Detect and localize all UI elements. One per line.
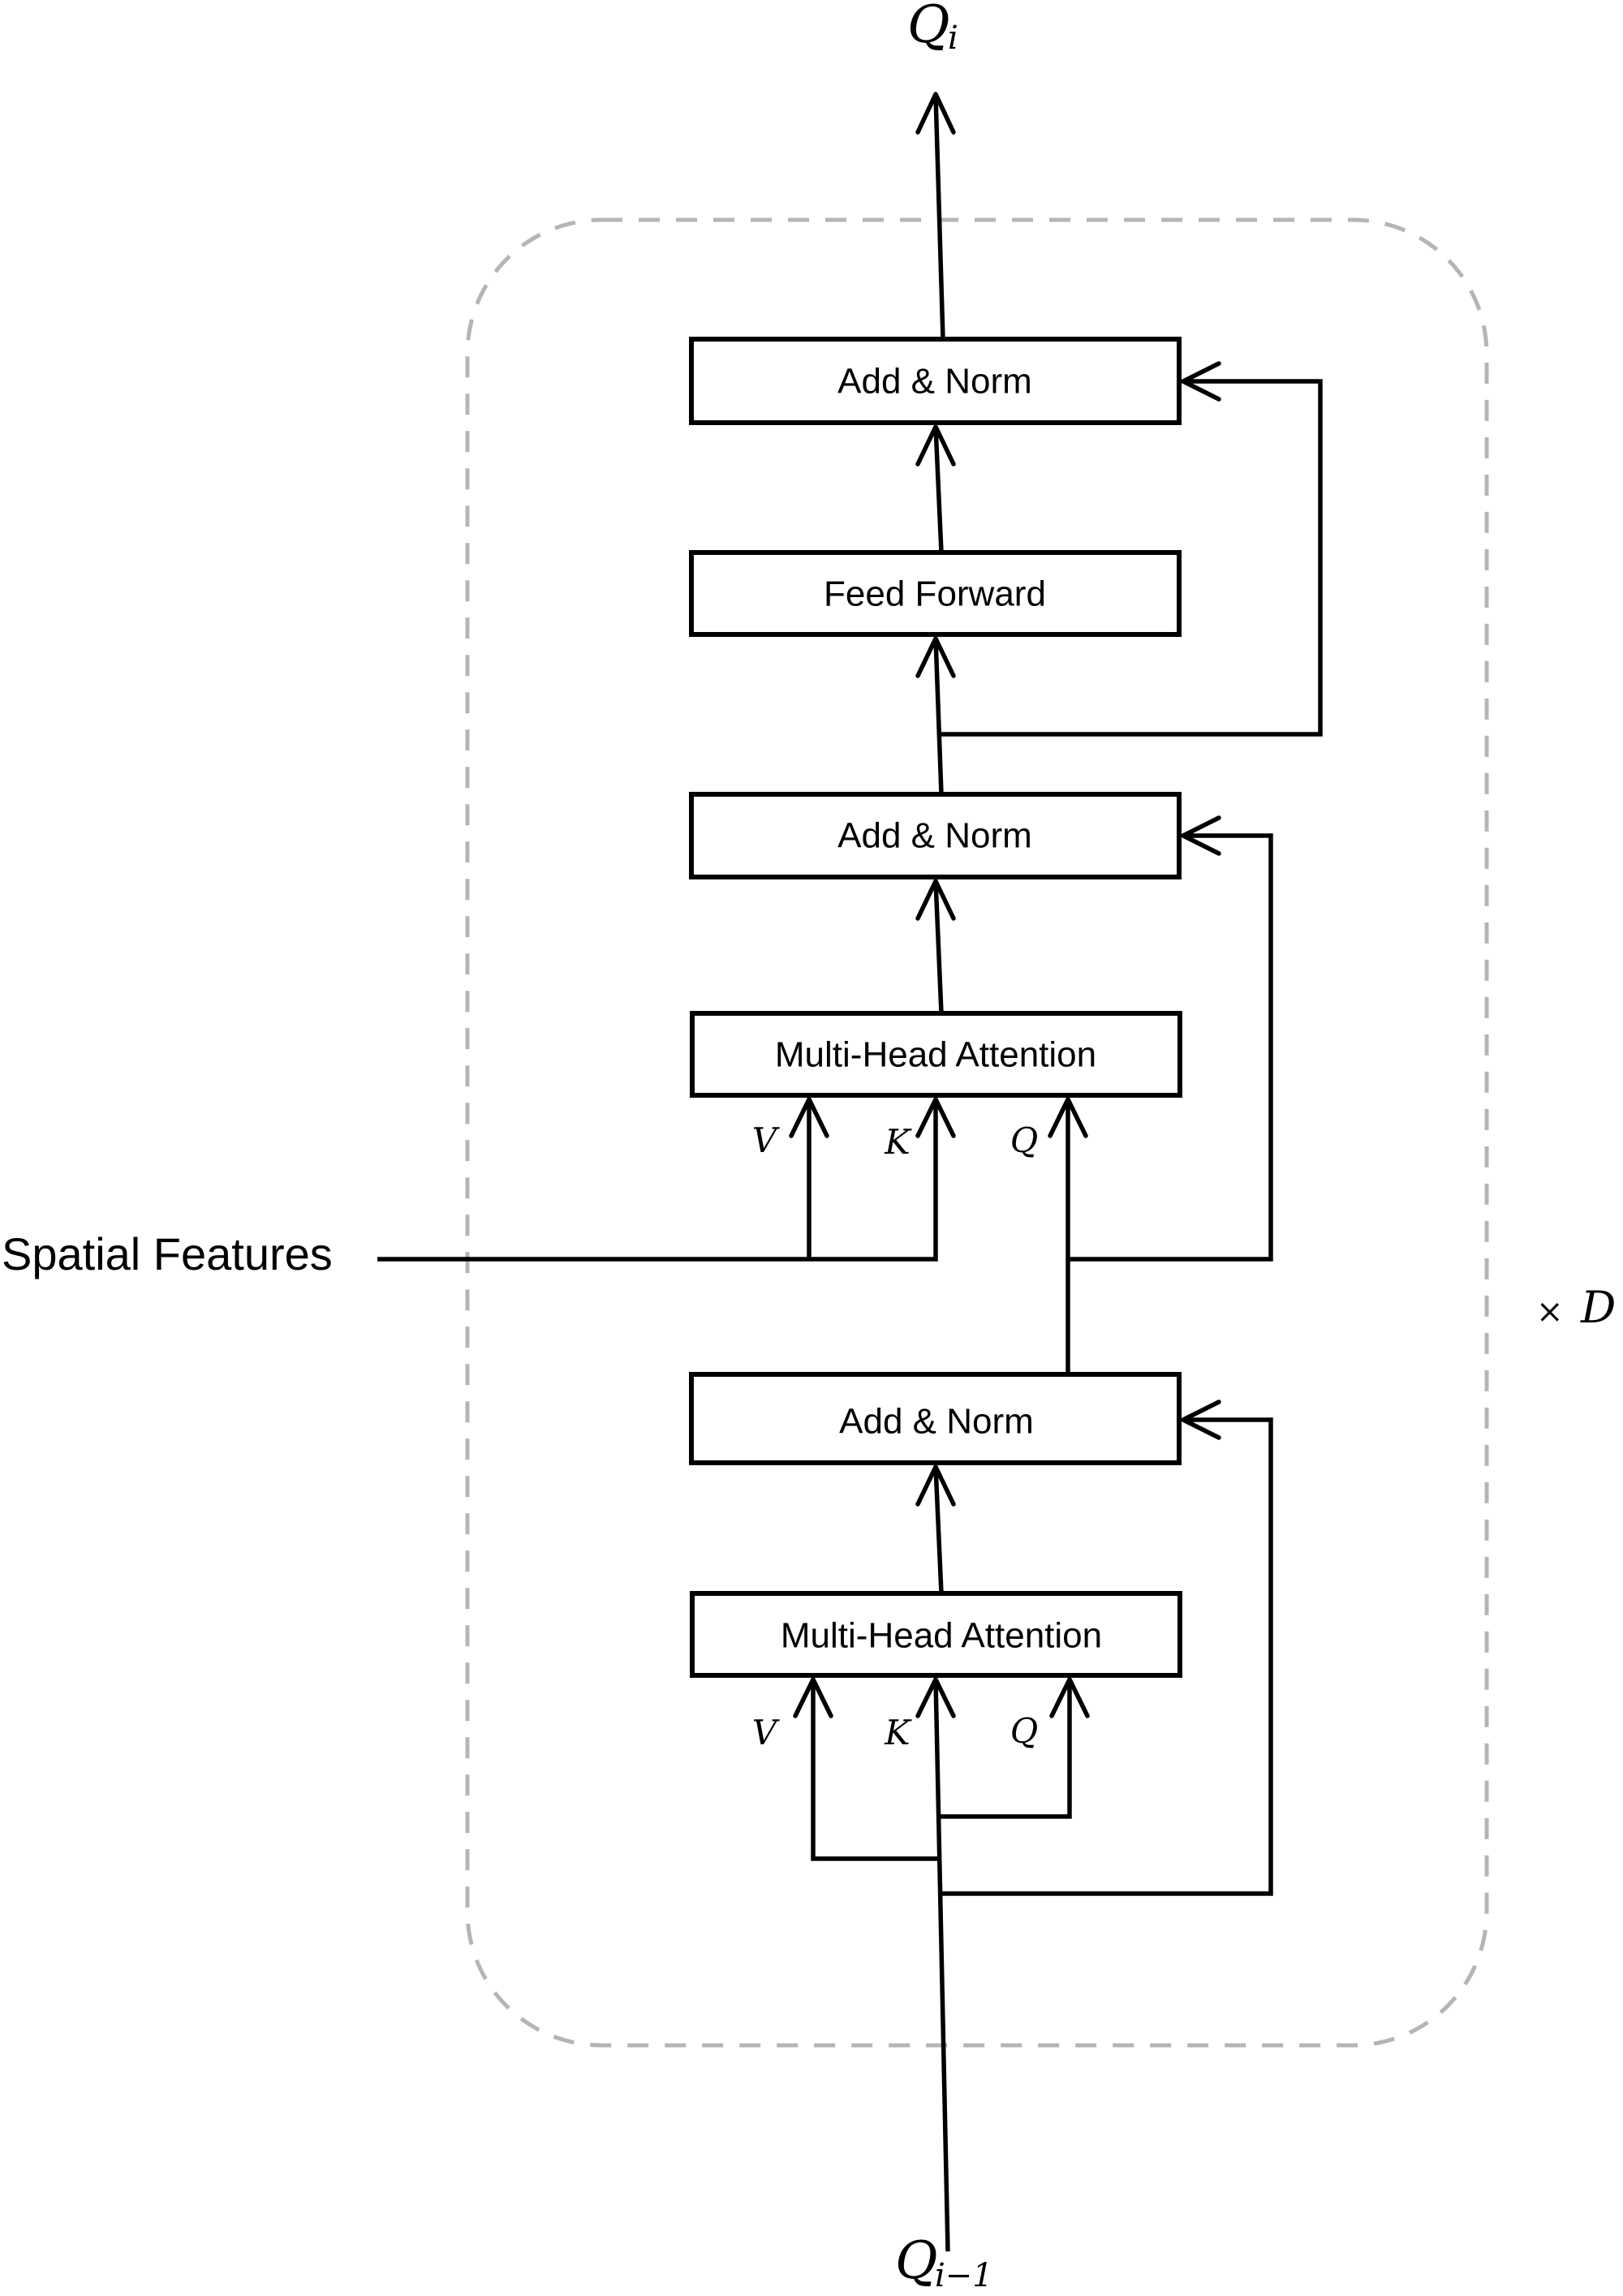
output-label-base: Q xyxy=(907,0,949,55)
residual-line-middle xyxy=(1068,833,1273,1262)
arrowheads xyxy=(789,92,1221,1718)
input-line xyxy=(933,1679,950,2252)
ff-to-addnorm-line xyxy=(933,426,944,553)
self-q-label: Q xyxy=(1010,1711,1038,1751)
spatial-features-k-line xyxy=(377,1099,938,1262)
block-add-norm-bottom: Add & Norm xyxy=(689,1372,1182,1465)
input-label-base: Q xyxy=(895,2231,937,2291)
output-line xyxy=(933,95,945,340)
arrowhead-residual-middle xyxy=(1181,815,1221,856)
spatial-features-label: Spatial Features xyxy=(2,1228,333,1279)
arrowhead-output xyxy=(915,92,956,135)
block-label: Add & Norm xyxy=(837,362,1032,402)
self-k-label: K xyxy=(884,1713,912,1752)
arrowhead-self-v xyxy=(793,1677,833,1718)
cross-q-label: Q xyxy=(1010,1120,1038,1160)
depth-variable: D xyxy=(1580,1282,1616,1333)
arrowhead-addnorm-middle xyxy=(915,879,956,921)
arrowhead-addnorm-bottom xyxy=(915,1464,956,1507)
output-label-sub: i xyxy=(948,19,958,57)
cross-attn-to-addnorm-line xyxy=(933,880,944,1014)
cross-k-label: K xyxy=(884,1122,912,1162)
block-label: Multi-Head Attention xyxy=(775,1035,1096,1075)
repeat-frame xyxy=(465,217,1489,2048)
block-label: Multi-Head Attention xyxy=(781,1616,1102,1656)
residual-line-bottom xyxy=(939,1417,1273,1896)
arrowhead-residual-bottom xyxy=(1181,1400,1221,1440)
block-label: Add & Norm xyxy=(837,816,1032,856)
arrowhead-self-q xyxy=(1049,1677,1090,1718)
arrowhead-residual-top xyxy=(1181,361,1221,402)
self-v-label: V xyxy=(752,1713,780,1752)
arrowhead-cross-v xyxy=(789,1097,829,1138)
block-cross-attention: Multi-Head Attention xyxy=(690,1011,1182,1098)
arrowhead-addnorm-top xyxy=(915,424,956,467)
block-add-norm-top: Add & Norm xyxy=(689,337,1182,425)
arrowhead-cross-k xyxy=(915,1097,956,1138)
times-symbol: × xyxy=(1536,1293,1564,1331)
self-attn-v-line xyxy=(811,1679,937,1861)
output-label: Q i xyxy=(907,0,958,57)
cross-v-label: V xyxy=(752,1120,780,1160)
block-label: Feed Forward xyxy=(824,574,1046,614)
arrowhead-cross-q xyxy=(1048,1097,1088,1138)
arrowhead-ff xyxy=(915,636,956,678)
addnorm-to-ff-line xyxy=(933,638,944,795)
residual-line-top xyxy=(940,379,1323,737)
input-label: Q i−1 xyxy=(895,2231,993,2294)
arrowhead-self-k xyxy=(915,1677,956,1718)
block-label: Add & Norm xyxy=(839,1402,1034,1442)
self-attn-q-line xyxy=(936,1679,1072,1819)
block-feed-forward: Feed Forward xyxy=(689,550,1182,637)
repeat-label: × D xyxy=(1536,1282,1616,1333)
block-self-attention: Multi-Head Attention xyxy=(690,1591,1182,1678)
input-label-sub: i−1 xyxy=(935,2257,993,2294)
block-add-norm-middle: Add & Norm xyxy=(689,792,1182,879)
self-attn-to-addnorm-line xyxy=(933,1466,944,1594)
